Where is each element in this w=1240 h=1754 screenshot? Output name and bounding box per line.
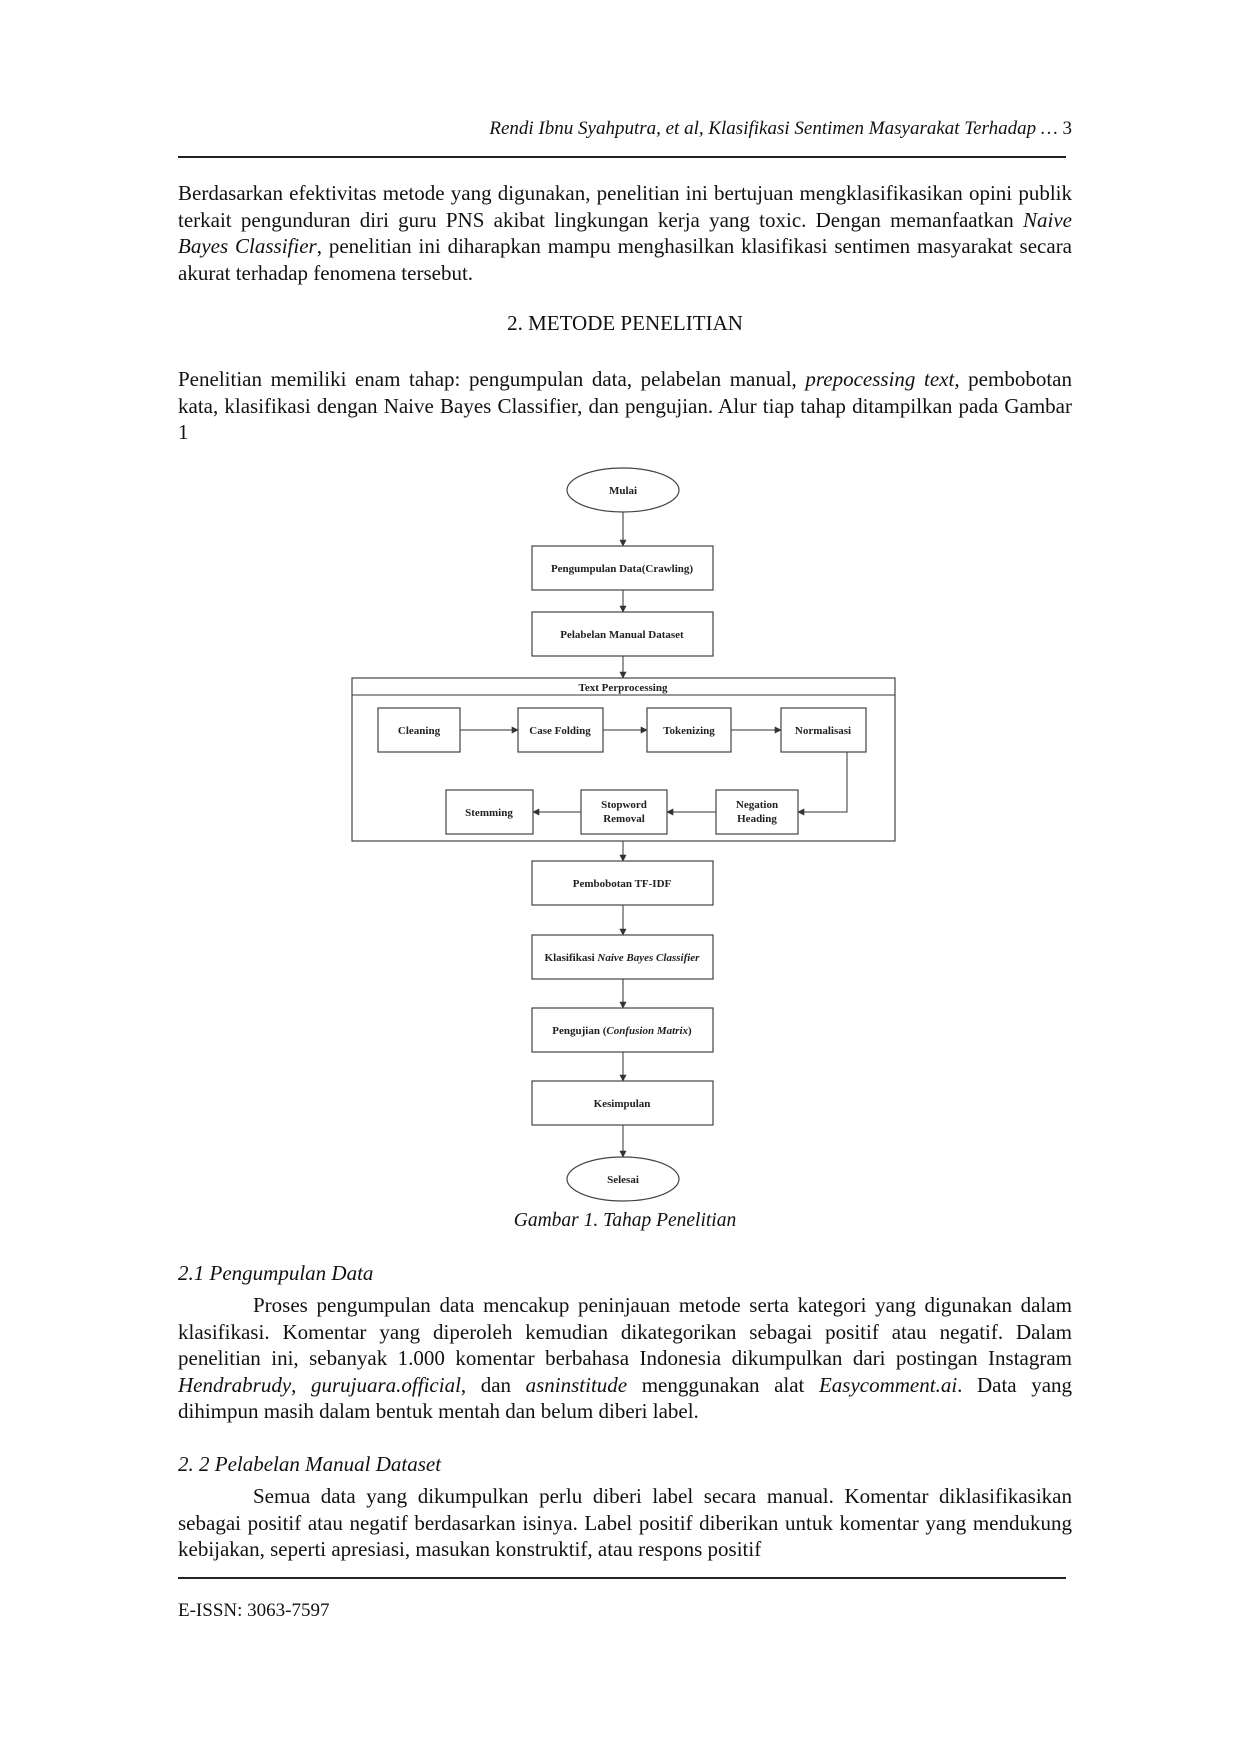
intro-emphasis: Naive Bayes Classifier xyxy=(178,207,1072,259)
node-pengujian xyxy=(531,1007,714,1053)
method-text: Penelitian memiliki enam tahap: pengumpu… xyxy=(178,367,806,391)
node-kesimpulan xyxy=(531,1080,714,1126)
preprocessing-title: Text Perprocessing xyxy=(579,682,668,694)
node-labeling-label: Pelabelan Manual Dataset xyxy=(560,629,684,641)
node-negation-label-1: Negation xyxy=(736,799,778,811)
node-stemming-label: Stemming xyxy=(465,807,513,819)
instagram-account-1: Hendrabrudy xyxy=(178,1372,292,1397)
subheading-2-1: 2.1 Pengumpulan Data xyxy=(178,1261,374,1285)
paragraph-2-2: Semua data yang dikumpulkan perlu diberi… xyxy=(178,1484,1072,1561)
preprocessing-group xyxy=(351,677,896,842)
footer-rule xyxy=(178,1577,1066,1579)
node-negation-heading xyxy=(715,789,799,835)
node-crawling-label: Pengumpulan Data(Crawling) xyxy=(551,563,693,575)
paragraph-2-1: Proses pengumpulan data mencakup peninja… xyxy=(178,1293,1073,1423)
node-pengujian-label: Pengujian (Confusion Matrix) xyxy=(552,1025,692,1037)
figure-caption: Gambar 1. Tahap Penelitian xyxy=(513,1210,737,1231)
section-heading: 2. METODE PENELITIAN xyxy=(507,311,743,335)
instagram-account-3: asninstitude xyxy=(525,1372,628,1397)
intro-text-end: , penelitian ini diharapkan mampu mengha… xyxy=(178,234,1073,285)
node-stopword-label-1: Stopword xyxy=(601,799,647,811)
node-cleaning xyxy=(377,707,461,753)
node-klasifikasi-label: Klasifikasi Naive Bayes Classifier xyxy=(545,952,701,964)
edge-normalisasi-negation xyxy=(797,752,848,816)
node-tfidf xyxy=(531,860,714,906)
node-stopword-removal xyxy=(580,789,668,835)
instagram-account-2: gurujuara.official xyxy=(310,1372,461,1397)
running-title: Rendi Ibnu Syahputra, et al, Klasifikasi… xyxy=(489,118,1058,139)
node-negation-label-2: Heading xyxy=(737,813,777,825)
node-case-folding-label: Case Folding xyxy=(529,725,591,737)
node-labeling xyxy=(531,611,714,657)
header-rule xyxy=(178,156,1066,158)
intro-paragraph: Berdasarkan efektivitas metode yang digu… xyxy=(178,180,1072,286)
node-case-folding xyxy=(517,707,604,753)
node-end-label: Selesai xyxy=(607,1174,639,1186)
tool-name: Easycomment.ai xyxy=(818,1372,958,1397)
node-normalisasi-label: Normalisasi xyxy=(795,725,851,737)
node-tfidf-label: Pembobotan TF-IDF xyxy=(573,878,672,890)
subheading-2-2: 2. 2 Pelabelan Manual Dataset xyxy=(178,1452,442,1476)
node-cleaning-label: Cleaning xyxy=(398,725,441,737)
node-tokenizing xyxy=(646,707,732,753)
node-normalisasi xyxy=(780,707,867,753)
node-start xyxy=(566,467,680,513)
intro-text: Berdasarkan efektivitas metode yang digu… xyxy=(178,181,1072,232)
method-emphasis: prepocessing text, xyxy=(805,367,960,391)
node-start-label: Mulai xyxy=(609,485,637,497)
node-kesimpulan-label: Kesimpulan xyxy=(594,1098,651,1110)
node-end xyxy=(566,1156,680,1202)
method-paragraph: Penelitian memiliki enam tahap: pengumpu… xyxy=(178,366,1072,446)
node-stemming xyxy=(445,789,534,835)
node-stopword-label-2: Removal xyxy=(603,813,645,825)
node-tokenizing-label: Tokenizing xyxy=(663,725,715,737)
running-header: Rendi Ibnu Syahputra, et al, Klasifikasi… xyxy=(178,118,1072,140)
node-crawling xyxy=(531,545,714,591)
page-number: 3 xyxy=(1062,118,1073,139)
footer-issn: E-ISSN: 3063-7597 xyxy=(178,1600,330,1621)
method-text-end: pembobotan kata, klasifikasi dengan Naiv… xyxy=(178,367,1072,444)
node-klasifikasi xyxy=(531,934,714,980)
